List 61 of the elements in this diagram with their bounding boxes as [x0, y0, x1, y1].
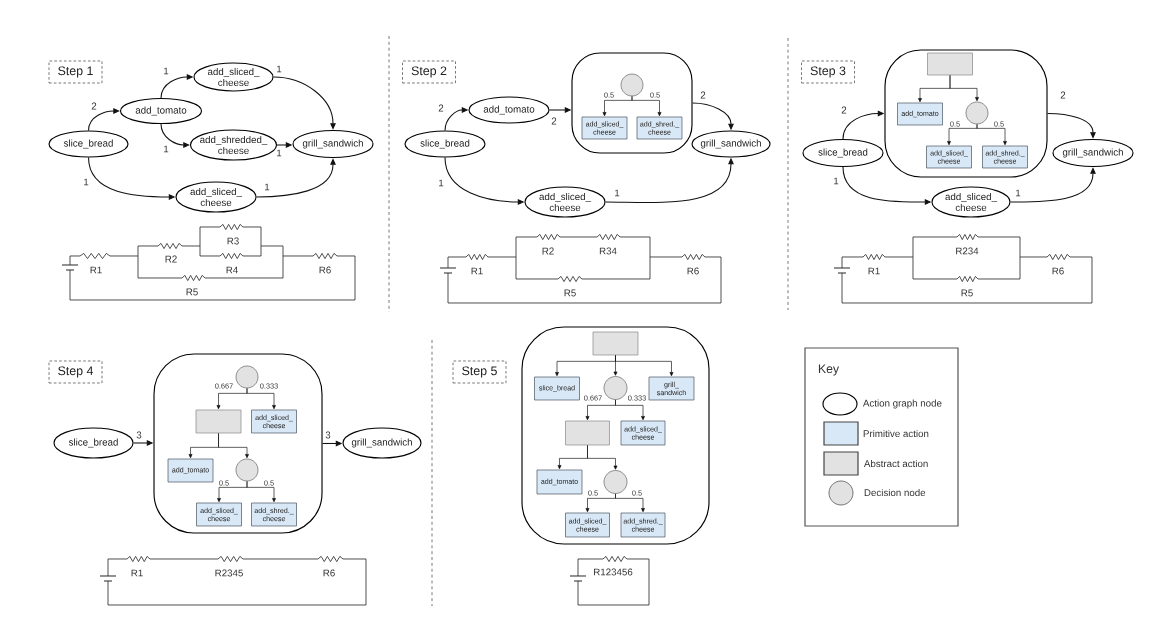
resistor-label: R1 [90, 266, 102, 274]
edge-label: 1 [275, 149, 283, 157]
legend-text: Primitive action [863, 429, 929, 438]
resistor-label: R4 [226, 266, 238, 274]
edge-label: 1 [162, 145, 170, 153]
rounded-container [884, 49, 1048, 178]
legend-text: Action graph node [862, 399, 942, 409]
edge-label: 1 [263, 183, 271, 191]
abstract-action-box [195, 409, 242, 434]
resistor-label: R34 [599, 247, 617, 255]
step-label: Step 1 [48, 60, 103, 84]
resistor-label: R234 [956, 247, 979, 255]
edge-label: 1 [613, 189, 621, 197]
step-label: Step 3 [801, 60, 855, 84]
resistor-label: R6 [319, 266, 331, 274]
edge-label: 2 [1059, 91, 1067, 99]
rounded-container [153, 353, 323, 534]
resistor-label: R5 [564, 289, 576, 297]
resistor-label: R1 [868, 267, 880, 275]
step-label: Step 5 [452, 360, 507, 384]
resistor-label: R6 [323, 569, 335, 577]
resistor-label: R1 [471, 267, 483, 275]
legend-title: Key [818, 364, 840, 376]
edge-label: 2 [90, 102, 98, 110]
decision-circle [603, 376, 628, 400]
step-label: Step 2 [402, 60, 456, 84]
edge-label: 2 [699, 91, 707, 99]
legend-text: Decision node [864, 488, 926, 497]
resistor-label: R123456 [594, 568, 633, 576]
resistor-label: R5 [186, 288, 198, 296]
edge-label: 3 [135, 431, 143, 439]
decision-circle [603, 470, 628, 494]
edge-label: 1 [162, 67, 170, 75]
abstract-action-box [565, 420, 610, 446]
edge-label: 1 [437, 179, 445, 187]
decision-circle [620, 73, 644, 97]
resistor-label: R2345 [215, 569, 243, 577]
step-label: Step 4 [48, 360, 103, 384]
edge-label: 2 [840, 106, 848, 114]
resistor-label: R2 [165, 255, 177, 263]
edge-label: 3 [324, 431, 332, 439]
rounded-container [521, 326, 710, 545]
resistor-label: R6 [1052, 267, 1064, 275]
edge-label: 1 [1014, 189, 1022, 197]
decision-circle [965, 101, 989, 125]
rounded-container [571, 52, 693, 154]
legend-text: Abstract action [863, 459, 928, 468]
edge-label: 1 [275, 65, 283, 73]
edge-label: 1 [832, 177, 840, 185]
edge-label: 1 [82, 178, 90, 186]
abstract-action-box [927, 52, 973, 76]
decision-circle [235, 365, 259, 389]
edge-label: 2 [437, 104, 445, 112]
resistor-label: R1 [131, 569, 143, 577]
resistor-label: R3 [227, 237, 239, 245]
resistor-label: R6 [687, 267, 699, 275]
edge-label: 2 [550, 117, 558, 125]
resistor-label: R5 [961, 289, 973, 297]
resistor-label: R2 [542, 247, 554, 255]
abstract-action-box [592, 331, 639, 356]
decision-circle [235, 458, 259, 482]
